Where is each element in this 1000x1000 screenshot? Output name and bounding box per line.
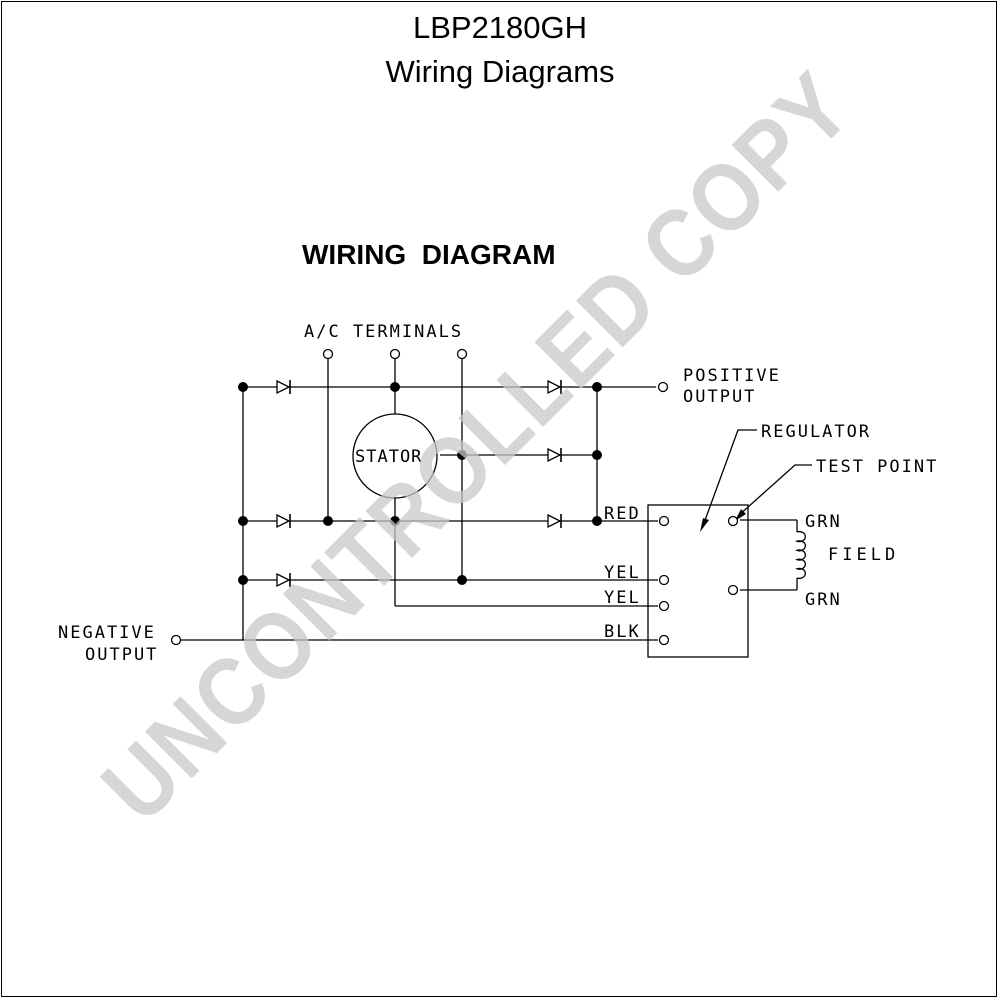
- field-coil: [795, 530, 806, 580]
- negative-output-label-1: NEGATIVE: [58, 623, 156, 643]
- stator-circle: [352, 413, 438, 499]
- field-label: FIELD: [828, 545, 899, 565]
- diagram-heading: WIRING DIAGRAM: [302, 239, 556, 270]
- positive-output-label-2: OUTPUT: [683, 387, 756, 407]
- wire-label-grn-1: GRN: [805, 512, 842, 532]
- regulator-arrow: [700, 518, 709, 532]
- test-point-label: TEST POINT: [816, 457, 938, 477]
- page-subtitle: Wiring Diagrams: [385, 54, 615, 89]
- stator-label: STATOR: [355, 447, 422, 467]
- ac-terminals-label: A/C TERMINALS: [304, 322, 463, 342]
- negative-output-label-2: OUTPUT: [85, 645, 158, 665]
- wire-label-yel-1: YEL: [604, 563, 641, 583]
- test-point-arrow: [735, 509, 746, 521]
- wire-label-yel-2: YEL: [604, 588, 641, 608]
- wire-label-red: RED: [604, 504, 641, 524]
- model-title: LBP2180GH: [412, 10, 588, 45]
- positive-output-label-1: POSITIVE: [683, 366, 781, 386]
- junction-dots: [238, 382, 602, 585]
- uncontrolled-copy-watermark: UNCONTROLLED COPY: [82, 52, 872, 842]
- wire-label-blk: BLK: [604, 622, 641, 642]
- terminals: [170, 348, 739, 646]
- regulator-label: REGULATOR: [761, 422, 871, 442]
- wire-label-grn-2: GRN: [805, 590, 842, 610]
